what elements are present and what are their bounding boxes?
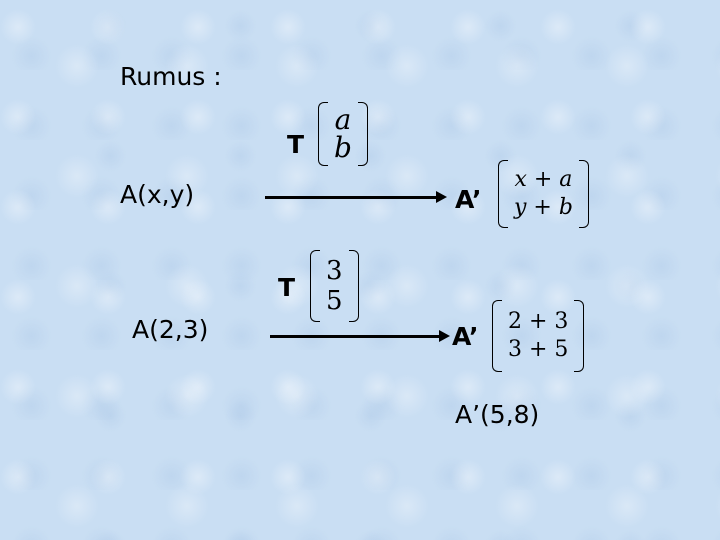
example-translation-vector-matrix: 3 5 — [310, 250, 359, 322]
matrix-entry-y-plus-b: y + b — [514, 195, 573, 220]
slide-title: Rumus : — [120, 62, 222, 91]
matrix-entry-x-plus-a: x + a — [514, 167, 573, 192]
image-point-label-example: A’ — [452, 322, 479, 351]
matrix-entry-b: b — [334, 131, 352, 164]
matrix-left-bracket — [310, 250, 320, 322]
matrix-entry-3-plus-5: 3 + 5 — [508, 337, 569, 362]
translation-operator-label: T — [287, 130, 305, 159]
source-point-example: A(2,3) — [132, 315, 209, 344]
translation-vector-matrix: a b — [318, 102, 368, 166]
final-image-point: A’(5,8) — [455, 400, 540, 429]
image-point-label-general: A’ — [455, 185, 482, 214]
matrix-left-bracket — [492, 300, 502, 372]
matrix-right-bracket — [348, 250, 359, 322]
matrix-right-bracket — [574, 300, 585, 372]
example-operator-label: T — [278, 273, 296, 302]
source-point-general: A(x,y) — [120, 180, 195, 209]
mapping-arrow-example — [270, 330, 450, 342]
result-vector-matrix-example: 2 + 3 3 + 5 — [492, 300, 585, 372]
matrix-right-bracket — [357, 102, 368, 166]
matrix-left-bracket — [318, 102, 328, 166]
result-vector-matrix-general: x + a y + b — [498, 160, 589, 228]
matrix-entry-a: a — [334, 103, 352, 136]
matrix-entry-2-plus-3: 2 + 3 — [508, 309, 569, 334]
matrix-left-bracket — [498, 160, 508, 228]
matrix-entry-5: 5 — [326, 286, 343, 316]
mapping-arrow-general — [265, 191, 447, 203]
matrix-entry-3: 3 — [326, 256, 343, 286]
matrix-right-bracket — [578, 160, 589, 228]
